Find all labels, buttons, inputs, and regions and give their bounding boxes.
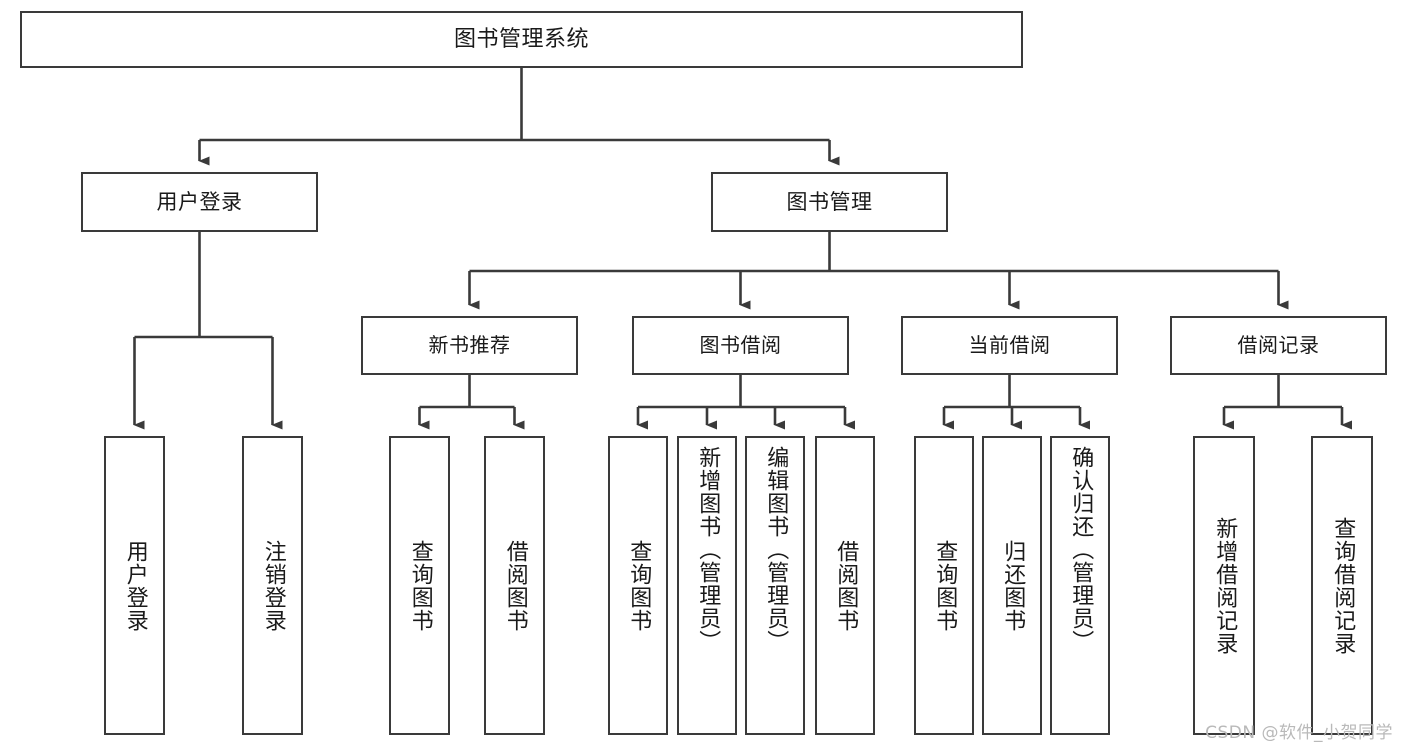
node-label: 查询图书	[407, 539, 433, 632]
node-label: 确认归还（管理员）	[1068, 446, 1094, 653]
node-records[interactable]: 借阅记录	[1170, 316, 1387, 375]
node-leaf-rec-add[interactable]: 新增借阅记录	[1193, 436, 1255, 735]
node-label: 查询借阅记录	[1330, 516, 1356, 655]
node-label: 图书管理	[786, 189, 873, 214]
node-label: 归还图书	[1000, 539, 1026, 632]
node-label: 借阅图书	[502, 539, 528, 632]
node-leaf-nb-query[interactable]: 查询图书	[389, 436, 450, 735]
node-leaf-nb-borrow[interactable]: 借阅图书	[484, 436, 545, 735]
node-label: 借阅记录	[1237, 332, 1320, 357]
node-current[interactable]: 当前借阅	[901, 316, 1118, 375]
node-label: 用户登录	[156, 189, 243, 214]
node-login[interactable]: 用户登录	[81, 172, 318, 232]
node-label: 编辑图书（管理员）	[763, 446, 789, 653]
node-leaf-user-logout[interactable]: 注销登录	[242, 436, 303, 735]
csdn-watermark: CSDN @软件_小贺同学	[1205, 723, 1393, 743]
node-leaf-rec-query[interactable]: 查询借阅记录	[1311, 436, 1373, 735]
node-borrow[interactable]: 图书借阅	[632, 316, 849, 375]
node-label: 当前借阅	[968, 332, 1051, 357]
node-newbook[interactable]: 新书推荐	[361, 316, 578, 375]
node-bookmgmt[interactable]: 图书管理	[711, 172, 948, 232]
node-leaf-cur-confirm[interactable]: 确认归还（管理员）	[1050, 436, 1110, 735]
node-leaf-bk-add[interactable]: 新增图书（管理员）	[677, 436, 737, 735]
node-leaf-user-login[interactable]: 用户登录	[104, 436, 165, 735]
node-label: 新书推荐	[428, 332, 511, 357]
node-leaf-bk-edit[interactable]: 编辑图书（管理员）	[745, 436, 805, 735]
node-leaf-bk-query[interactable]: 查询图书	[608, 436, 668, 735]
node-label: 新增图书（管理员）	[695, 446, 721, 653]
node-label: 注销登录	[260, 539, 286, 632]
node-label: 查询图书	[626, 539, 652, 632]
node-label: 借阅图书	[833, 539, 859, 632]
node-label: 查询图书	[932, 539, 958, 632]
node-label: 用户登录	[122, 539, 148, 632]
node-label: 新增借阅记录	[1212, 516, 1238, 655]
node-root[interactable]: 图书管理系统	[20, 11, 1023, 68]
node-leaf-cur-query[interactable]: 查询图书	[914, 436, 974, 735]
node-label: 图书借阅	[699, 332, 782, 357]
node-leaf-bk-borrow[interactable]: 借阅图书	[815, 436, 875, 735]
node-label: 图书管理系统	[453, 26, 589, 52]
node-leaf-cur-return[interactable]: 归还图书	[982, 436, 1042, 735]
